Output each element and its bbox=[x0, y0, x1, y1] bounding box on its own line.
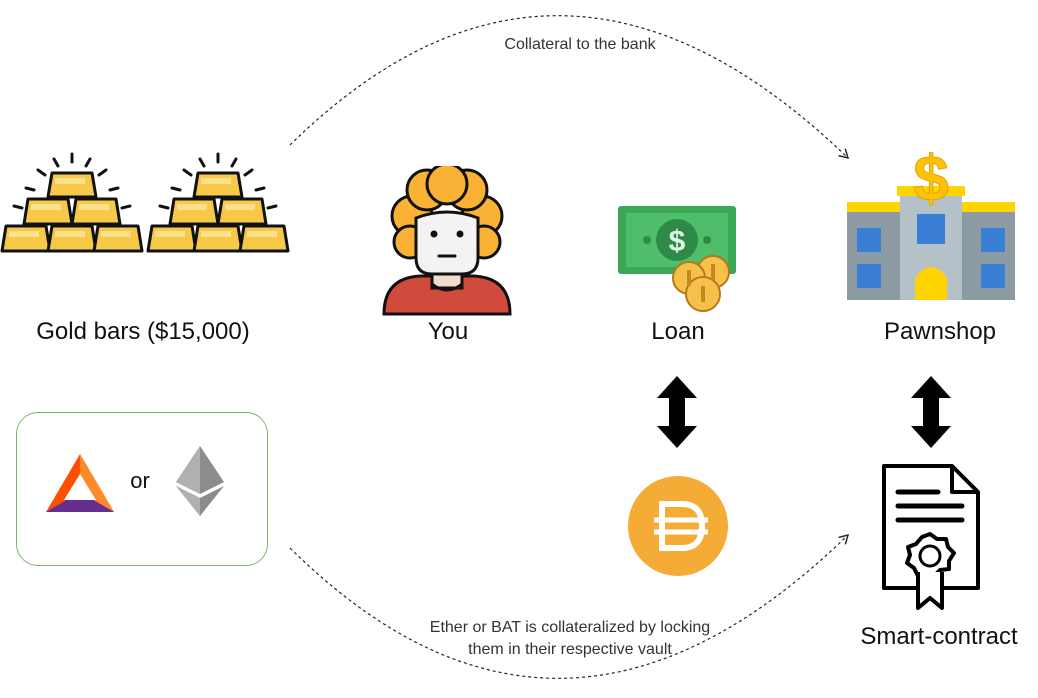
bat-token-icon bbox=[46, 454, 114, 512]
pawnshop-building-icon: $ bbox=[847, 142, 1015, 300]
gold-bars-label: Gold bars ($15,000) bbox=[36, 318, 250, 345]
smart-contract-label: Smart-contract bbox=[860, 623, 1018, 650]
or-label: or bbox=[130, 468, 150, 493]
crypto-collateral-box bbox=[16, 412, 268, 566]
loan-label: Loan bbox=[651, 318, 705, 345]
svg-text:$: $ bbox=[669, 225, 686, 258]
svg-text:$: $ bbox=[913, 142, 949, 214]
top-arc-label: Collateral to the bank bbox=[504, 36, 656, 53]
smart-contract-certificate-icon bbox=[882, 464, 980, 610]
gold-bars-icon bbox=[0, 152, 290, 253]
you-label: You bbox=[427, 318, 469, 345]
bottom-arc bbox=[289, 533, 850, 679]
pawnshop-label: Pawnshop bbox=[883, 318, 997, 345]
person-icon bbox=[382, 166, 512, 316]
cash-coins-icon: $ bbox=[618, 206, 736, 312]
double-arrow-icon-loan bbox=[657, 376, 697, 448]
dai-token-icon bbox=[628, 476, 728, 576]
top-arc bbox=[289, 15, 850, 160]
ether-token-icon bbox=[176, 446, 224, 516]
double-arrow-icon-contract bbox=[911, 376, 951, 448]
bottom-arc-label-line1: Ether or BAT is collateralized by lockin… bbox=[429, 619, 711, 636]
bottom-arc-label-line2: them in their respective vault bbox=[468, 641, 672, 658]
